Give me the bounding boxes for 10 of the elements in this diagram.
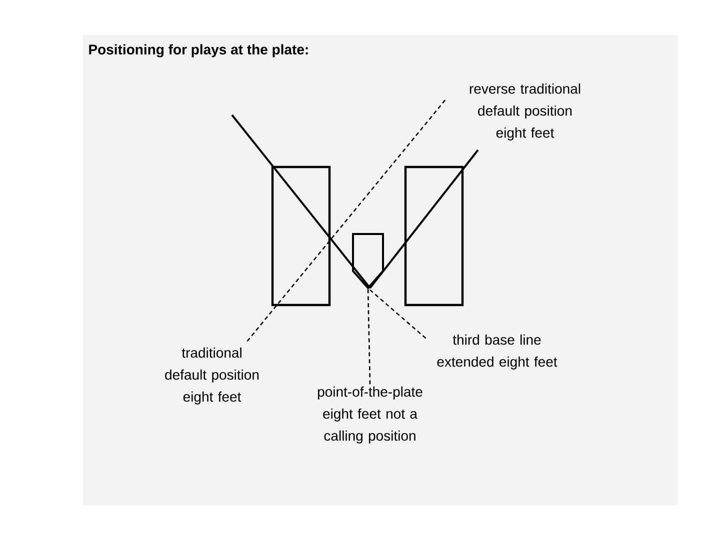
- callout-text: third base line extended eight feet: [437, 334, 558, 370]
- diagram-title: Positioning for plays at the plate:: [89, 44, 308, 58]
- callout-text: traditional default position eight feet: [165, 347, 259, 405]
- leader-line: [368, 288, 426, 339]
- callout-text: reverse traditional default position eight feet: [470, 83, 580, 141]
- callout-text: point-of-the-plate eight feet not a calling position: [318, 386, 422, 444]
- batters-box: [271, 166, 331, 306]
- leader-line: [246, 98, 446, 342]
- leader-line: [367, 288, 371, 384]
- batters-box: [404, 166, 464, 306]
